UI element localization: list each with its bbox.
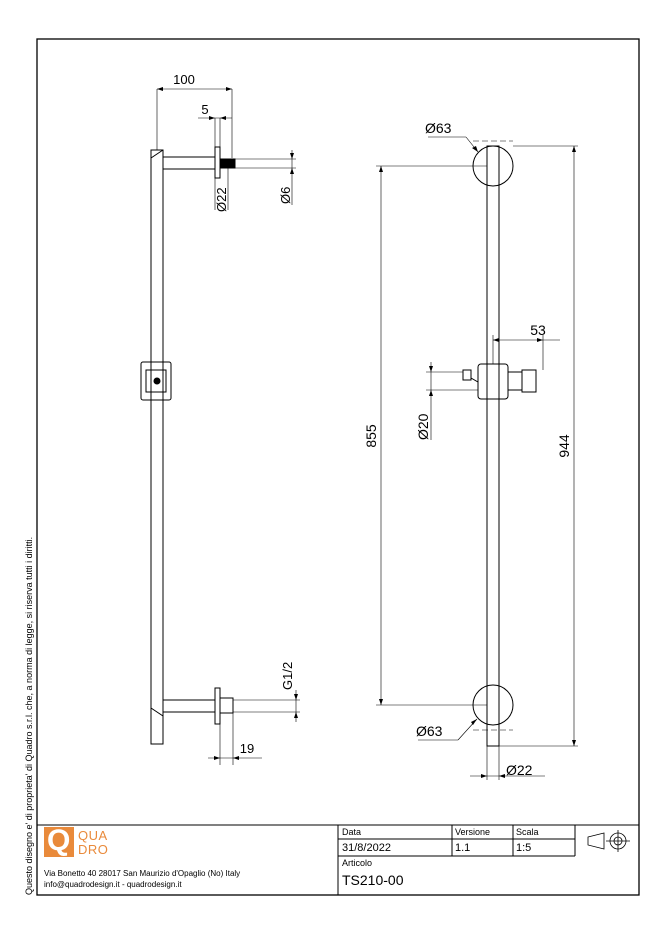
dim-front-d63-top: Ø63 bbox=[425, 120, 452, 136]
dim-side-thread: G1/2 bbox=[280, 662, 295, 690]
top-flange bbox=[214, 146, 221, 179]
date-value: 31/8/2022 bbox=[342, 842, 391, 854]
first-angle-projection-icon bbox=[587, 830, 630, 852]
dim-front-855: 855 bbox=[363, 424, 379, 448]
title-block-grid bbox=[37, 824, 639, 895]
front-view bbox=[376, 136, 578, 780]
dim-side-d22: Ø22 bbox=[214, 187, 229, 212]
logo-square bbox=[44, 827, 74, 857]
side-slider bbox=[140, 361, 172, 401]
logo-text-line2: DRO bbox=[78, 842, 109, 857]
version-value: 1.1 bbox=[455, 842, 471, 854]
article-value: TS210-00 bbox=[342, 872, 404, 888]
dim-side-d6: Ø6 bbox=[278, 187, 293, 204]
scale-label: Scala bbox=[516, 827, 539, 837]
date-label: Data bbox=[342, 827, 362, 837]
dim-front-d63-bottom: Ø63 bbox=[416, 723, 443, 739]
article-label: Articolo bbox=[342, 858, 373, 868]
version-label: Versione bbox=[455, 827, 491, 837]
drawing-frame bbox=[36, 38, 640, 896]
bottom-connector bbox=[219, 697, 234, 714]
logo-letter: Q bbox=[47, 824, 71, 857]
side-bar bbox=[150, 149, 164, 745]
dim-side-19: 19 bbox=[240, 741, 254, 756]
copyright-note: Questo disegno e' di proprieta' di Quadr… bbox=[24, 536, 34, 895]
dim-side-5: 5 bbox=[201, 102, 208, 117]
dim-front-d20: Ø20 bbox=[415, 413, 431, 440]
company-contacts[interactable]: info@quadrodesign.it - quadrodesign.it bbox=[44, 880, 182, 889]
front-arrows bbox=[379, 146, 576, 778]
logo-text-line1: QUA bbox=[78, 828, 108, 843]
dim-front-53: 53 bbox=[530, 322, 546, 338]
scale-value: 1:5 bbox=[516, 842, 532, 854]
hand-shower-holder bbox=[521, 369, 537, 393]
top-nozzle bbox=[219, 158, 236, 169]
dim-side-100: 100 bbox=[173, 72, 195, 87]
front-bar bbox=[486, 145, 500, 747]
dim-front-d22: Ø22 bbox=[506, 762, 533, 778]
dim-front-944: 944 bbox=[556, 434, 572, 458]
side-arrows bbox=[157, 87, 298, 760]
front-slider bbox=[477, 363, 509, 400]
quadro-logo[interactable]: Q QUA DRO bbox=[44, 824, 224, 861]
company-address: Via Bonetto 40 28017 San Maurizio d'Opag… bbox=[44, 869, 241, 878]
slider-knob bbox=[462, 369, 472, 381]
bottom-flange bbox=[214, 687, 221, 725]
